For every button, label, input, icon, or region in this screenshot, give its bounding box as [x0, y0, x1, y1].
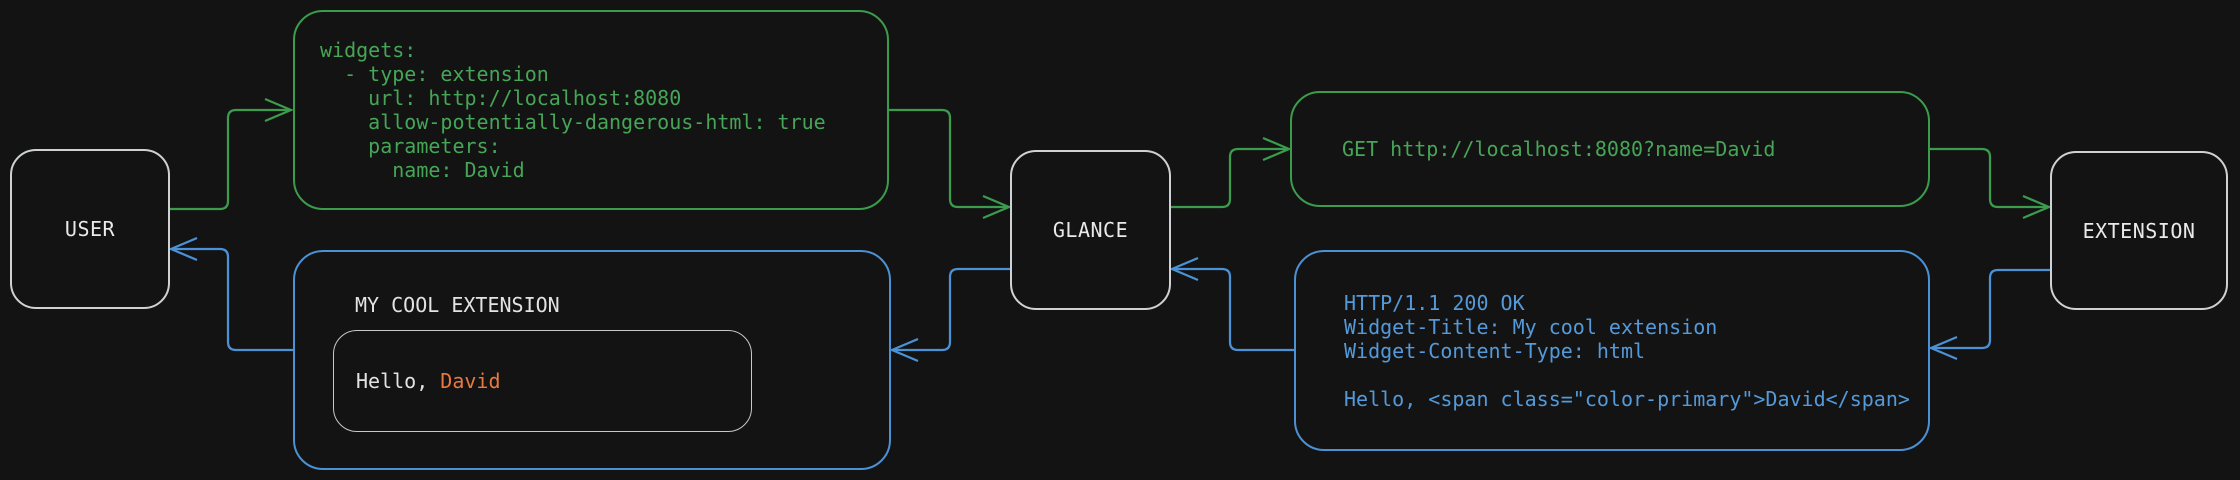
- response-line: Hello, <span class="color-primary">David…: [1344, 386, 1910, 411]
- arrow-response-to-glance-head: [1169, 256, 1199, 282]
- http-request-line: GET http://localhost:8080?name=David: [1342, 137, 1776, 161]
- response-line: Widget-Content-Type: html: [1344, 338, 1646, 363]
- arrow-widget-to-user-head: [168, 236, 198, 262]
- node-user: USER: [10, 149, 170, 309]
- http-request-box: GET http://localhost:8080?name=David: [1290, 91, 1930, 207]
- greeting-prefix: Hello,: [356, 369, 441, 393]
- arrow-request-to-extension-line: [1930, 147, 2047, 209]
- arrow-response-to-glance-line: [1174, 267, 1294, 352]
- response-line: Widget-Title: My cool extension: [1344, 314, 1718, 339]
- widget-title: MY COOL EXTENSION: [355, 293, 560, 317]
- response-line: HTTP/1.1 200 OK: [1344, 290, 1525, 315]
- yaml-line: allow-potentially-dangerous-html: true: [320, 110, 826, 134]
- greeting-name: David: [440, 369, 501, 393]
- node-glance: GLANCE: [1010, 150, 1171, 310]
- arrow-widget-to-user-line: [173, 247, 293, 352]
- arrow-request-to-extension-head: [2022, 194, 2052, 220]
- yaml-line: url: http://localhost:8080: [320, 86, 682, 110]
- arrow-glance-to-widget-line: [894, 267, 1010, 352]
- rendered-widget-box: MY COOL EXTENSION Hello, David: [293, 250, 891, 470]
- node-glance-label: GLANCE: [1052, 218, 1129, 242]
- node-extension-label: EXTENSION: [2082, 218, 2196, 243]
- arrow-glance-to-request-line: [1171, 147, 1287, 209]
- arrow-glance-to-widget-head: [889, 337, 919, 363]
- response-line: [1344, 363, 1928, 387]
- yaml-line: parameters:: [320, 134, 501, 158]
- arrow-user-to-config-line: [170, 108, 289, 211]
- node-extension: EXTENSION: [2050, 151, 2228, 310]
- yaml-line: - type: extension: [320, 62, 549, 86]
- arrow-extension-to-response-line: [1933, 268, 2050, 350]
- widget-preview-box: Hello, David: [333, 330, 752, 432]
- arrow-user-to-config-head: [264, 97, 294, 123]
- widget-greeting: Hello, David: [356, 369, 501, 393]
- yaml-line: widgets:: [320, 38, 417, 62]
- arrow-glance-to-request-head: [1262, 136, 1292, 162]
- config-yaml-box: widgets: - type: extension url: http://l…: [293, 10, 889, 210]
- http-response-box: HTTP/1.1 200 OK Widget-Title: My cool ex…: [1294, 250, 1930, 451]
- yaml-line: name: David: [320, 158, 525, 182]
- arrow-config-to-glance-line: [889, 108, 1007, 209]
- arrow-extension-to-response-head: [1928, 335, 1958, 361]
- node-user-label: USER: [64, 217, 116, 241]
- arrow-config-to-glance-head: [982, 194, 1012, 220]
